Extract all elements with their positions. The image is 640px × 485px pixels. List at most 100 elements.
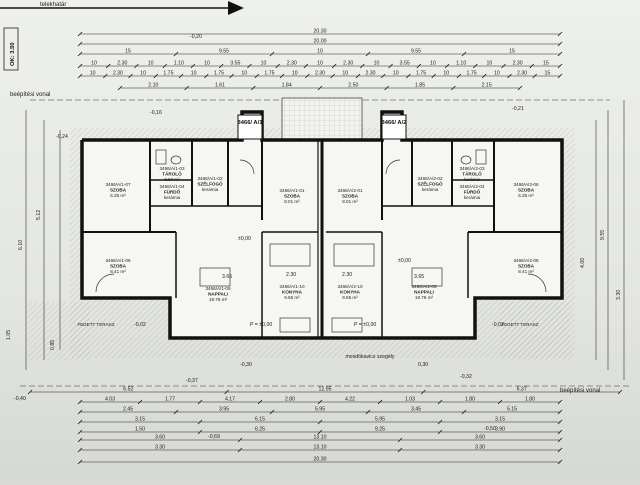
room-name: SZÉLFOGÓ [417, 180, 443, 187]
room-name: SZOBA [284, 194, 301, 199]
bottom-row7-tick [557, 459, 563, 465]
bottom-row6-value: 13.10 [314, 445, 327, 451]
top-row4-value: 1.75 [467, 71, 477, 77]
top-row2-value: 15 [125, 49, 131, 55]
bottom-row1-tick [437, 399, 443, 405]
top-row2-tick [365, 51, 371, 57]
room-code: 3466/A/2-09 [411, 284, 436, 289]
top-row4-tick [456, 73, 462, 79]
room-code: 3466/A/1-09 [205, 286, 230, 291]
room-note: 9.65 m² [342, 295, 358, 300]
top-row3-tick [105, 63, 111, 69]
top-row5-value: 2.15 [482, 83, 492, 89]
top-row5-value: 1.85 [415, 83, 425, 89]
room-name: KONYHA [340, 290, 361, 295]
top-row3-value: 2.30 [117, 61, 127, 67]
room-name: TÁROLÓ [162, 170, 182, 177]
bottom-row6-tick [557, 447, 563, 453]
bottom-row2-tick [461, 409, 467, 415]
top-row4-tick [153, 73, 159, 79]
top-row4-tick [204, 73, 209, 79]
top-row3-value: 10 [261, 61, 267, 67]
room-name: NAPPALI [208, 292, 228, 297]
bottom-row1-value: 4.03 [105, 397, 115, 403]
room-note: 19.78 m² [209, 297, 228, 302]
bottom-row1-value: 1.03 [405, 397, 415, 403]
top-row3-value: 2.30 [343, 61, 353, 67]
top-row4-value: 10 [191, 71, 197, 77]
top-row5-value: 1.61 [215, 83, 225, 89]
bottom-row3-tick [317, 419, 323, 425]
bottom-row6-value: 3.30 [475, 445, 485, 451]
level-plus-030: 0,30 [418, 362, 428, 368]
dim-230-right: 2.30 [342, 272, 352, 278]
room-code: 3466/A/1-10 [279, 284, 304, 289]
top-row3-tick [501, 63, 506, 69]
bottom-row1-tick [317, 399, 323, 405]
top-row4-tick [254, 73, 260, 79]
left-terrace-hatch [28, 302, 90, 360]
top-row3-tick [331, 63, 337, 69]
top-row2-tick [269, 51, 275, 57]
room-code: 3466/A/2-03 [459, 166, 484, 171]
level-p-zero-left: P = ±0,00 [250, 322, 272, 328]
bottom-row7-value: 20.30 [314, 457, 327, 463]
top-row2-value: 15 [509, 49, 515, 55]
top-row2-tick [557, 51, 563, 57]
top-row3-tick [444, 63, 450, 69]
bottom-row3-tick [197, 419, 203, 425]
bottom-row1-value: 4.22 [345, 397, 355, 403]
top-row3-tick [529, 63, 535, 69]
top-row3-tick [303, 63, 309, 69]
bottom-row3-tick [437, 419, 443, 425]
room-name: SZOBA [518, 264, 535, 269]
bottom-row3-value: 3.15 [135, 417, 145, 423]
top-row4-tick [305, 73, 310, 79]
level-terrace-left: -0,02 [134, 322, 146, 328]
top-row1-tick [77, 41, 83, 47]
bottom-row5-tick [237, 437, 243, 443]
top-row4-tick [229, 73, 234, 79]
bottom-row2-value: 3.45 [411, 407, 421, 413]
level-minus-032: -0,32 [460, 374, 472, 380]
top-row4-value: 10 [90, 71, 96, 77]
top-row3-value: 2.30 [287, 61, 297, 67]
top-row4-tick [77, 73, 83, 79]
top-row3-tick [77, 63, 83, 69]
bottom-row0-value: 12.95 [319, 387, 332, 393]
top-row4-value: 10 [292, 71, 298, 77]
level-mark-text: OK: 3.50 [10, 42, 16, 66]
bottom-row4-tick [317, 429, 323, 435]
bottom-row2-tick [173, 409, 179, 415]
top-row3-value: 3.55 [230, 61, 240, 67]
top-row5-tick [384, 85, 389, 91]
level-minus-030: -0,30 [240, 362, 252, 368]
bottom-row3-value: 3.15 [495, 417, 505, 423]
top-row5-tick [451, 85, 456, 91]
top-row4-value: 10 [393, 71, 399, 77]
room-note: 19.78 m² [415, 295, 434, 300]
fixtures [95, 149, 547, 333]
side-dim-330: 3.30 [616, 290, 622, 300]
room-code: 3466/A/2-08 [513, 258, 538, 263]
room-code: 3466/A/1-03 [159, 166, 184, 171]
level-p-zero-right: P = ±0,00 [354, 322, 376, 328]
side-dim-085: 0.85 [50, 340, 56, 350]
top-row4-value: 10 [241, 71, 247, 77]
bottom-row5-value: 13.10 [314, 435, 327, 441]
room-note: 8.01 m² [342, 199, 358, 204]
room-code: 3466/A/2-01 [337, 188, 362, 193]
room-note: 9.65 m² [284, 295, 300, 300]
room-name: KONYHA [282, 290, 303, 295]
room-name: SZOBA [110, 264, 127, 269]
top-row3-tick [190, 63, 196, 69]
top-row4-tick [406, 73, 411, 79]
level-minus-021: -0,21 [512, 106, 524, 112]
bottom-row3-value: 5.95 [375, 417, 385, 423]
property-line: telekhatár [0, 1, 244, 15]
top-row3-tick [247, 63, 252, 69]
room-name: SZÉLFOGÓ [197, 180, 223, 187]
bottom-row1-tick [257, 399, 263, 405]
top-row2-value: 9.55 [411, 49, 421, 55]
